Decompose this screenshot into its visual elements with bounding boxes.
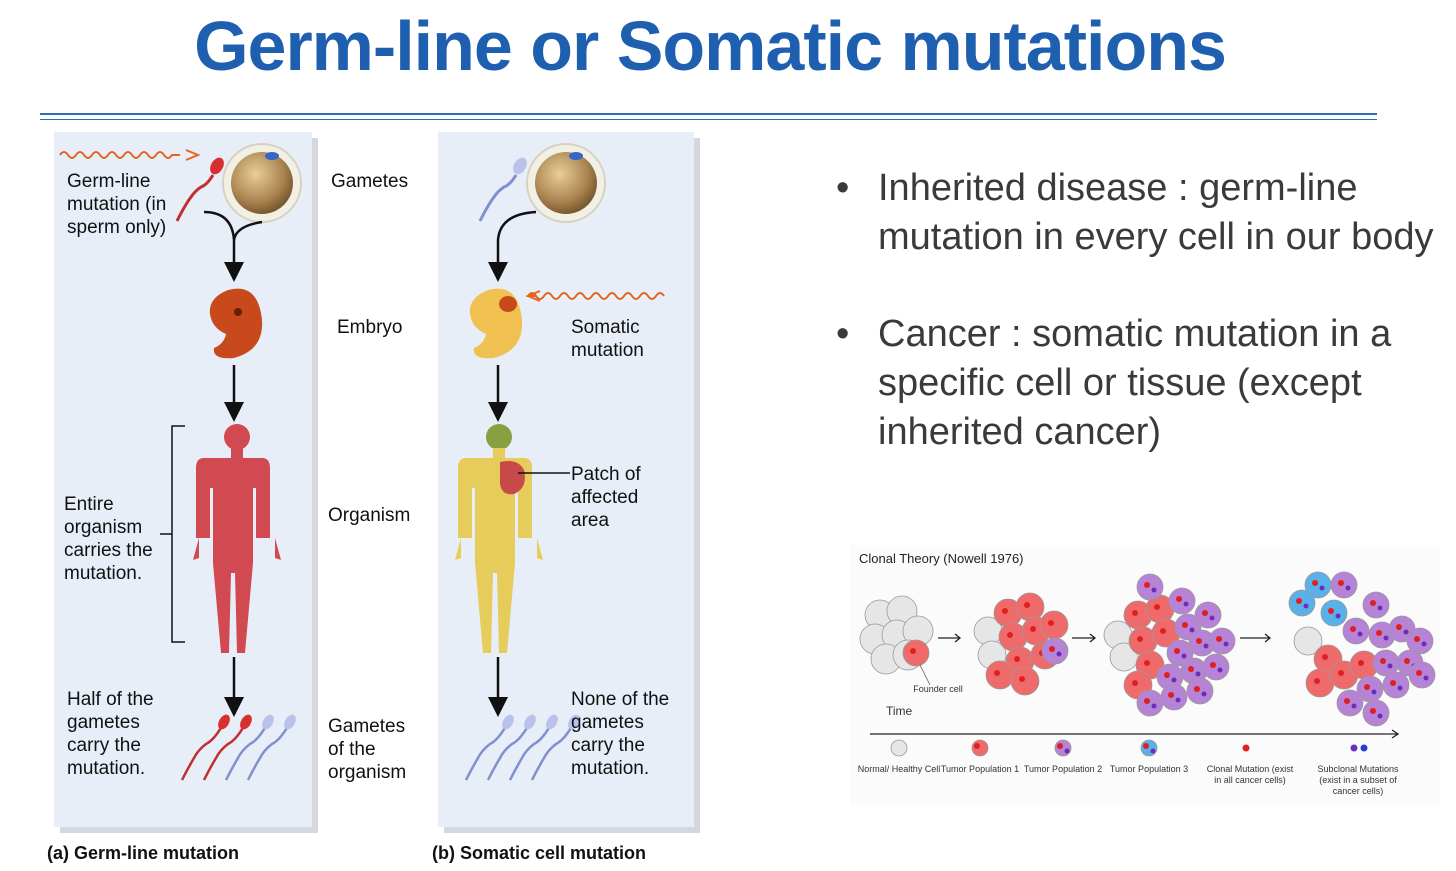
- tumor-cell: [1202, 653, 1230, 681]
- tumor-cell: [1304, 571, 1332, 599]
- stage-embryo: Embryo: [337, 317, 403, 338]
- founder-pointer: [919, 664, 931, 686]
- tumor-cell: [1208, 627, 1236, 655]
- page-title: Germ-line or Somatic mutations: [194, 7, 1227, 85]
- tumor-cell: [1136, 689, 1164, 717]
- tumor-cell: [1356, 675, 1384, 703]
- title-rule-top: [40, 113, 1377, 115]
- tumor-cell: [1362, 699, 1390, 727]
- red-organism-icon: [193, 424, 281, 653]
- legend-swatch: [1054, 739, 1072, 757]
- founder-cell: [902, 639, 930, 667]
- germline-caption: (a) Germ-line mutation: [47, 843, 240, 863]
- fertilization-lines: [203, 210, 263, 272]
- clonal-theory-figure: Clonal Theory (Nowell 1976) Founder cell…: [850, 545, 1440, 805]
- fertilization-lines-b: [488, 210, 537, 282]
- founder-cell-label: Founder cell: [913, 684, 963, 694]
- bullet-dot: •: [836, 313, 850, 355]
- time-axis: [870, 729, 1400, 739]
- clonal-title: Clonal Theory (Nowell 1976): [859, 551, 1024, 566]
- half-gametes-icon: [180, 714, 296, 781]
- tumor-cell: [1372, 649, 1400, 677]
- yellow-organism-icon: [455, 424, 543, 653]
- germline-wave-icon: [59, 149, 201, 161]
- progression-arrow: [1072, 633, 1097, 643]
- legend-label: Tumor Population 3: [1109, 764, 1189, 774]
- legend-label: Tumor Population 2: [1023, 764, 1103, 774]
- normal-cell: [1109, 642, 1139, 672]
- tumor-cell: [1188, 629, 1216, 657]
- somatic-wave-icon: [525, 290, 665, 302]
- tumor-cell: [1342, 617, 1370, 645]
- tumor-cell: [1336, 689, 1364, 717]
- legend-swatch: [1242, 744, 1250, 752]
- embryo-icon-a: [209, 288, 263, 359]
- progression-arrow: [1240, 633, 1272, 643]
- none-gametes-label: None of the gametes carry the mutation.: [571, 689, 670, 779]
- legend-label: Clonal Mutation (exist in all cancer cel…: [1206, 764, 1294, 785]
- clonal-graphics: [859, 571, 1436, 757]
- tumor-cell: [1166, 639, 1194, 667]
- bullet-item: • Inherited disease : germ-line mutation…: [836, 164, 1436, 262]
- tumor-cell: [1288, 589, 1316, 617]
- tumor-cell: [1160, 683, 1188, 711]
- legend-label: Subclonal Mutations (exist in a subset o…: [1317, 764, 1399, 796]
- tumor-cell: [1039, 610, 1069, 640]
- tumor-cell: [1408, 661, 1436, 689]
- tumor-cell: [1156, 663, 1184, 691]
- tumor-cell: [1330, 571, 1358, 599]
- bullet-item: • Cancer : somatic mutation in a specifi…: [836, 310, 1436, 457]
- bullet-text: Cancer : somatic mutation in a specific …: [878, 313, 1392, 453]
- bullet-text: Inherited disease : germ-line mutation i…: [878, 167, 1434, 258]
- tumor-cell: [1368, 621, 1396, 649]
- egg-icon-b: [526, 143, 606, 223]
- germline-mutation-label: Germ-line mutation (in sperm only): [67, 171, 167, 238]
- mutant-sperm-icon: [175, 157, 224, 222]
- organism-bracket-a: [160, 425, 185, 643]
- progression-arrow: [938, 633, 962, 643]
- tumor-cell: [1406, 627, 1434, 655]
- bullet-dot: •: [836, 167, 850, 209]
- tumor-cell: [1194, 601, 1222, 629]
- tumor-cell: [1320, 599, 1348, 627]
- patch-label: Patch of affected area: [571, 464, 641, 531]
- somatic-mutation-label: Somatic mutation: [571, 317, 644, 361]
- legend-swatch: [971, 739, 989, 757]
- tumor-cell: [1168, 587, 1196, 615]
- legend-label: Normal/ Healthy Cell: [857, 764, 941, 774]
- normal-sperm-icon: [478, 157, 527, 222]
- legend-swatch: [1140, 739, 1158, 757]
- normal-cell: [1293, 626, 1323, 656]
- tumor-cell: [1186, 677, 1214, 705]
- legend-label: Tumor Population 1: [940, 764, 1020, 774]
- stage-organism: Organism: [328, 505, 411, 526]
- legend-swatch: [890, 739, 908, 757]
- stage-gametes: Gametes: [331, 171, 409, 192]
- tumor-cell: [1010, 666, 1040, 696]
- embryo-icon-b: [469, 288, 523, 359]
- entire-organism-label: Entire organism carries the mutation.: [64, 494, 153, 584]
- tumor-cell: [1382, 671, 1410, 699]
- bullet-list: • Inherited disease : germ-line mutation…: [836, 164, 1436, 457]
- tumor-cell: [985, 660, 1015, 690]
- somatic-caption: (b) Somatic cell mutation: [432, 843, 647, 863]
- tumor-cell: [1041, 637, 1069, 665]
- egg-icon: [222, 143, 302, 223]
- normal-gametes-icon: [464, 714, 580, 781]
- stage-gametes-of-organism: Gametes of the organism: [328, 716, 407, 783]
- legend-swatch: [1350, 744, 1368, 752]
- tumor-cell: [1136, 573, 1164, 601]
- time-label: Time: [886, 704, 913, 718]
- tumor-cell: [1362, 591, 1390, 619]
- half-gametes-label: Half of the gametes carry the mutation.: [67, 689, 154, 779]
- tumor-cell: [1015, 592, 1045, 622]
- title-rule-bottom: [40, 119, 1377, 120]
